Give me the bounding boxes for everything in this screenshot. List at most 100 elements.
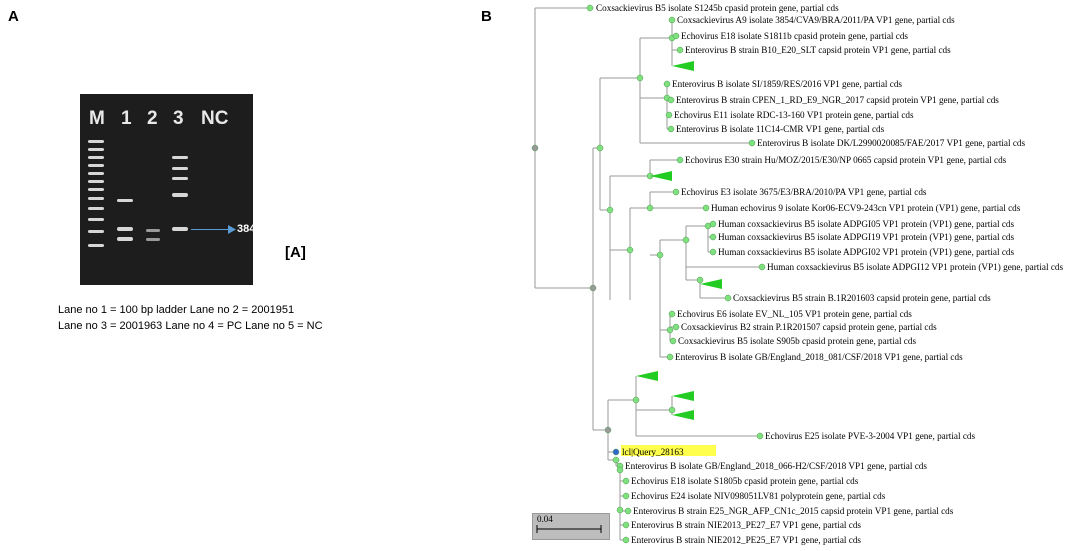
leaf-label: Human coxsackievirus B5 isolate ADPGI12 … [767, 262, 1064, 272]
leaf-label: Enterovirus B isolate GB/England_2018_06… [625, 461, 927, 471]
scale-bar [536, 525, 602, 533]
tree-node [696, 276, 704, 284]
tree-node [756, 432, 764, 440]
lane3-band [172, 156, 188, 159]
lane1-band [117, 199, 133, 202]
tree-node [612, 456, 620, 464]
lane-label-2: 2 [147, 108, 158, 129]
tree-node [724, 294, 732, 302]
lane1-band [117, 237, 133, 241]
tree-leaf-labels: Coxsackievirus B5 isolate S1245b cpasid … [596, 3, 1064, 545]
tree-node [626, 246, 634, 254]
tree-node [667, 96, 675, 104]
lane-legend-line-2: Lane no 3 = 2001963 Lane no 4 = PC Lane … [58, 320, 323, 332]
tree-node [676, 46, 684, 54]
tree-node [709, 248, 717, 256]
collapsed-clade-triangle [650, 171, 672, 181]
leaf-label: Coxsackievirus B5 isolate S1245b cpasid … [596, 3, 839, 13]
ladder-band [88, 164, 104, 167]
ladder-band [88, 172, 104, 175]
leaf-label: Coxsackievirus A9 isolate 3854/CVA9/BRA/… [677, 15, 955, 25]
tree-node [612, 448, 620, 456]
leaf-label: Echovirus E18 isolate S1805b cpasid prot… [631, 476, 859, 486]
tree-node [748, 139, 756, 147]
tree-node [668, 406, 676, 414]
lane-label-marker: M [89, 108, 105, 129]
tree-node [616, 506, 624, 514]
lane-label-1: 1 [121, 108, 132, 129]
tree-node [531, 144, 539, 152]
lane2-band [146, 238, 160, 241]
panel-a-sublabel: [A] [285, 244, 306, 261]
tree-node [709, 220, 717, 228]
tree-node [666, 326, 674, 334]
tree-node [604, 426, 612, 434]
tree-branches [534, 7, 762, 541]
tree-node [672, 188, 680, 196]
tree-node [667, 125, 675, 133]
leaf-label: Echovirus E24 isolate NIV098051LV81 poly… [631, 491, 886, 501]
leaf-label: Echovirus E18 isolate S1811b cpasid prot… [681, 31, 908, 41]
tree-node [758, 263, 766, 271]
ladder-band [88, 230, 104, 233]
scale-bar-box [532, 513, 610, 540]
lane3-band [172, 167, 188, 170]
tree-node [709, 233, 717, 241]
leaf-label: Echovirus E11 isolate RDC-13-160 VP1 pro… [674, 110, 914, 120]
tree-node [669, 337, 677, 345]
lane3-band [172, 227, 188, 231]
band-size-label: 384bp [237, 223, 269, 235]
ladder-band [88, 244, 104, 247]
lane3-band [172, 193, 188, 197]
leaf-label: Enterovirus B strain NIE2013_PE27_E7 VP1… [631, 520, 861, 530]
arrow-head-icon [228, 225, 236, 234]
collapsed-clade-triangle [672, 410, 694, 420]
leaf-label: Enterovirus B strain E25_NGR_AFP_CN1c_20… [633, 506, 954, 516]
tree-node [606, 206, 614, 214]
leaf-label: Echovirus E3 isolate 3675/E3/BRA/2010/PA… [681, 187, 927, 197]
tree-nodes [531, 4, 766, 544]
leaf-label: Human coxsackievirus B5 isolate ADPGI19 … [718, 232, 1015, 242]
tree-node [624, 507, 632, 515]
tree-node [672, 323, 680, 331]
ladder-band [88, 207, 104, 210]
lane-label-nc: NC [201, 108, 229, 129]
panel-b-letter: B [481, 8, 492, 25]
leaf-label: Enterovirus B strain NIE2012_PE25_E7 VP1… [631, 535, 861, 545]
tree-node [682, 236, 690, 244]
tree-node [672, 32, 680, 40]
tree-node [589, 284, 597, 292]
tree-node [668, 16, 676, 24]
ladder-band [88, 148, 104, 151]
tree-node [663, 80, 671, 88]
ladder-band [88, 180, 104, 183]
tree-node [616, 466, 624, 474]
panel-a-letter: A [8, 8, 19, 25]
ladder-band [88, 197, 104, 200]
lane-label-3: 3 [173, 108, 184, 129]
lane3-band [172, 177, 188, 180]
leaf-label: lcl|Query_28163 [622, 447, 684, 457]
lane1-band [117, 227, 133, 231]
lane2-band [146, 229, 160, 232]
leaf-label: Human echovirus 9 isolate Kor06-ECV9-243… [711, 203, 1021, 213]
leaf-label: Echovirus E6 isolate EV_NL_105 VP1 prote… [677, 309, 912, 319]
tree-node [666, 353, 674, 361]
leaf-label: Coxsackievirus B5 isolate S905b cpasid p… [678, 336, 916, 346]
leaf-label: Echovirus E30 strain Hu/MOZ/2015/E30/NP … [685, 155, 1007, 165]
tree-node [656, 251, 664, 259]
collapsed-clade-triangle [636, 371, 658, 381]
ladder-band [88, 188, 104, 191]
query-highlight [621, 445, 716, 456]
tree-node [665, 111, 673, 119]
tree-node [622, 492, 630, 500]
tree-node [622, 536, 630, 544]
tree-node [622, 477, 630, 485]
band-arrow [191, 229, 232, 230]
ladder-band [88, 140, 104, 143]
gel-image: M 1 2 3 NC 384bp [80, 94, 269, 285]
leaf-label: Echovirus E25 isolate PVE-3-2004 VP1 gen… [765, 431, 976, 441]
tree-node [636, 74, 644, 82]
